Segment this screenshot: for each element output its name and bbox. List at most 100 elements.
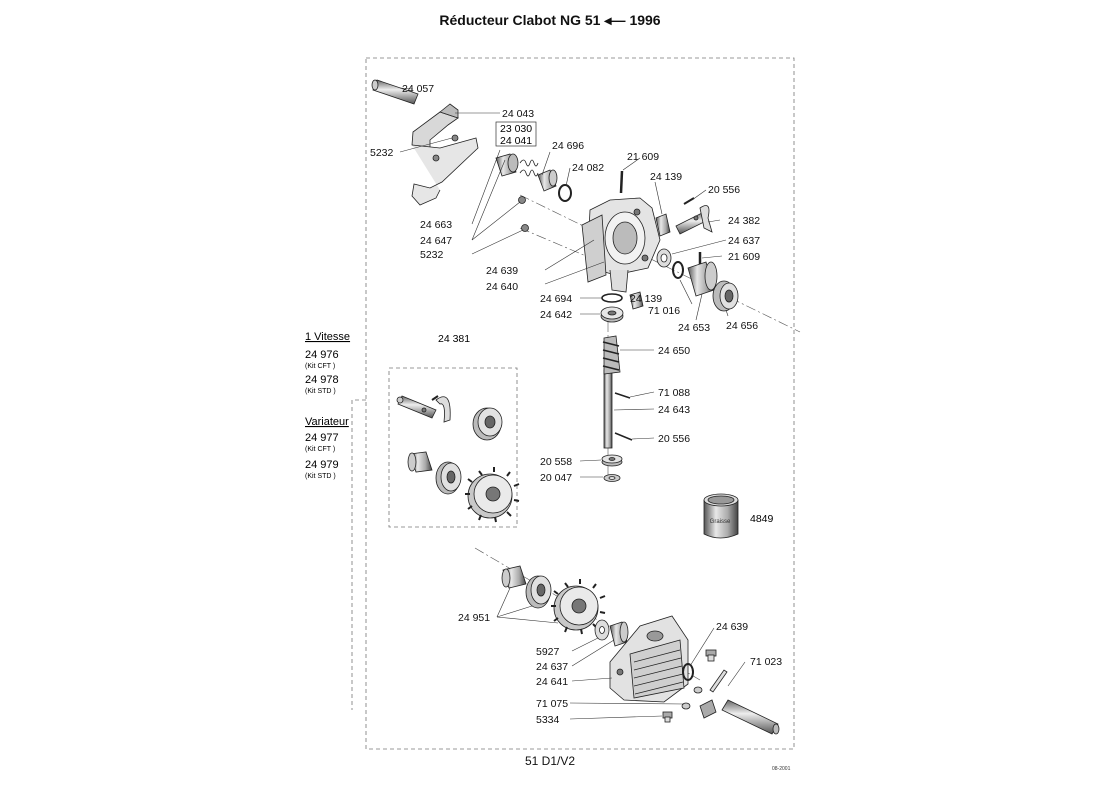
callout-24382: 24 382 (728, 215, 760, 227)
leader-lines (399, 87, 746, 720)
parts-top (371, 79, 739, 323)
washer-part (693, 686, 703, 694)
kit-frame (388, 367, 518, 528)
pin-part (619, 170, 624, 194)
callout-5334: 5334 (536, 714, 560, 726)
kit-box-label: 24 381 (438, 333, 470, 345)
callout-24139-top: 24 139 (650, 171, 682, 183)
screw-part (662, 711, 673, 723)
parts-bottom (501, 565, 780, 735)
vitesse-title: 1 Vitesse (305, 331, 350, 343)
callout-20047: 20 047 (540, 472, 572, 484)
worm-gear-part (465, 467, 520, 523)
vitesse-kit-2-note: (Kit STD ) (305, 388, 336, 395)
washer-part (681, 702, 691, 710)
callout-24647: 24 647 (420, 235, 452, 247)
callout-24637-bottom: 24 637 (536, 661, 568, 673)
bushing-part (629, 291, 644, 310)
callout-24639-top: 24 639 (486, 265, 518, 277)
ref-box-line-1: 23 030 (500, 123, 532, 135)
callout-5232-top: 5232 (370, 147, 394, 159)
callout-24656: 24 656 (726, 320, 758, 332)
callout-71016: 71 016 (648, 305, 680, 317)
o-ring-part (601, 293, 623, 303)
callout-24637-top: 24 637 (728, 235, 760, 247)
seal-ring-part (682, 663, 694, 681)
splined-sleeve-part (407, 451, 433, 473)
callout-24082: 24 082 (572, 162, 604, 174)
worm-shaft-part (601, 335, 633, 482)
side-bracket (351, 399, 366, 710)
ring-part (558, 184, 572, 202)
bolt-part (699, 669, 728, 719)
callout-24694: 24 694 (540, 293, 572, 305)
clutch-gear-part (712, 280, 739, 312)
callout-24139-mid: 24 139 (630, 293, 662, 305)
splined-sleeve-part (501, 565, 527, 589)
shaft-part (371, 79, 419, 105)
callout-24650: 24 650 (658, 345, 690, 357)
variateur-kit-1-note: (Kit CFT ) (305, 446, 335, 453)
shift-fork-part (675, 205, 713, 235)
variateur-title: Variateur (305, 416, 349, 428)
vitesse-kit-1-note: (Kit CFT ) (305, 363, 335, 370)
page-title: Réducteur Clabot NG 51◂—1996 (0, 12, 1100, 29)
callout-24641: 24 641 (536, 676, 568, 688)
callout-20556-top: 20 556 (708, 184, 740, 196)
fork-bracket-part (411, 103, 479, 206)
callout-24653: 24 653 (678, 322, 710, 334)
vitesse-kit-2-ref: 24 978 (305, 374, 339, 386)
callout-20556-shaft: 20 556 (658, 433, 690, 445)
washer-part (594, 619, 610, 641)
variateur-kit-2-ref: 24 979 (305, 459, 339, 471)
callout-24643: 24 643 (658, 404, 690, 416)
nut-part (521, 224, 529, 232)
callout-71075: 71 075 (536, 698, 568, 710)
arrow-left-icon: ◂— (604, 12, 626, 28)
callout-24639-bottom: 24 639 (716, 621, 748, 633)
revision-date: 08-2001 (772, 766, 791, 772)
ref-box-line-2: 24 041 (500, 135, 532, 147)
dog-clutch-part (525, 575, 552, 609)
grease-can-text: Graisse (710, 519, 731, 525)
gearbox-cover-part (609, 615, 689, 703)
shift-fork-part (396, 395, 451, 423)
diagram-code: 51 D1/V2 (524, 754, 576, 768)
grease-ref-label: 4849 (750, 513, 774, 525)
callout-20558: 20 558 (540, 456, 572, 468)
bushing-part (655, 213, 671, 237)
main-frame (365, 57, 795, 750)
washer-part (608, 476, 616, 480)
circlip-part (672, 261, 684, 279)
callout-24640: 24 640 (486, 281, 518, 293)
bushing-part (537, 169, 558, 192)
callout-24951: 24 951 (458, 612, 490, 624)
bearing-part (600, 306, 624, 323)
callout-24642: 24 642 (540, 309, 572, 321)
worm-gear-part (551, 579, 606, 635)
gearbox-housing-part (581, 197, 661, 293)
kit-box-parts (396, 395, 520, 523)
spring-clutch-part (495, 153, 539, 177)
vitesse-kit-1-ref: 24 976 (305, 349, 339, 361)
dog-clutch-part (472, 407, 503, 441)
grease-can-part: Graisse (703, 493, 739, 539)
washer-part (660, 253, 668, 263)
callout-5232-bottom: 5232 (420, 249, 444, 261)
callout-5927: 5927 (536, 646, 560, 658)
title-text: Réducteur Clabot NG 51 (439, 12, 601, 28)
callout-71088: 71 088 (658, 387, 690, 399)
output-shaft-part (721, 699, 780, 735)
callout-24663: 24 663 (420, 219, 452, 231)
bushing-part (609, 621, 629, 647)
screw-part (705, 649, 717, 662)
variateur-kit-2-note: (Kit STD ) (305, 473, 336, 480)
callout-21609-mid: 21 609 (728, 251, 760, 263)
callout-21609-top: 21 609 (627, 151, 659, 163)
callout-24057: 24 057 (402, 83, 434, 95)
side-legend: 1 Vitesse 24 976 (Kit CFT ) 24 978 (Kit … (305, 331, 350, 480)
thrust-washer-part (601, 454, 623, 467)
callout-labels: 24 057 24 043 5232 24 696 24 082 21 609 … (370, 83, 782, 726)
dog-clutch-part (435, 461, 462, 495)
callout-71023: 71 023 (750, 656, 782, 668)
